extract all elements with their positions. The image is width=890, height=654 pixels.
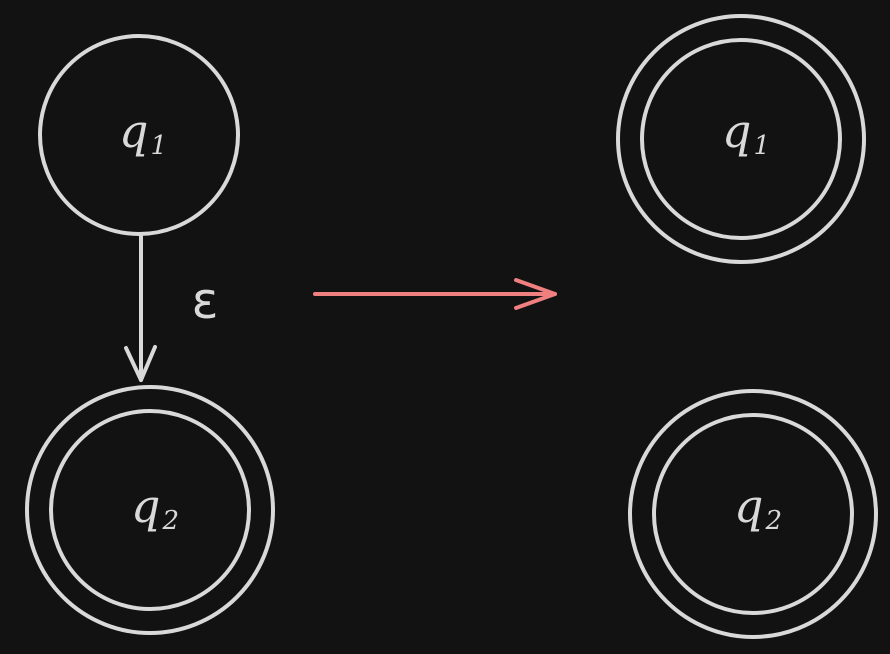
transformation-arrow	[313, 278, 557, 310]
before-state-q2-outer-circle	[25, 385, 275, 635]
after-state-q1-inner-circle	[640, 38, 842, 240]
transition-label-epsilon: ε	[191, 272, 218, 330]
before-state-q1-circle	[38, 34, 240, 236]
after-state-q1-outer-circle	[616, 14, 866, 264]
after-state-q2-outer-circle	[628, 389, 878, 639]
before-transition-q1-q2: ε	[124, 234, 219, 382]
before-state-q1: q1	[38, 34, 240, 236]
before-state-q2-inner-circle	[49, 409, 251, 611]
after-state-q2-inner-circle	[652, 413, 854, 615]
after-state-q1-label: q1	[722, 104, 770, 161]
before-state-q2: q2	[25, 385, 275, 635]
after-state-q2-label: q2	[734, 479, 782, 536]
after-state-q1: q1	[616, 14, 866, 264]
before-state-q1-label: q1	[119, 104, 167, 161]
transition-arrowhead	[124, 345, 157, 382]
after-state-q2: q2	[628, 389, 878, 639]
before-state-q2-label: q2	[131, 479, 179, 536]
transformation-arrowhead	[514, 278, 557, 310]
